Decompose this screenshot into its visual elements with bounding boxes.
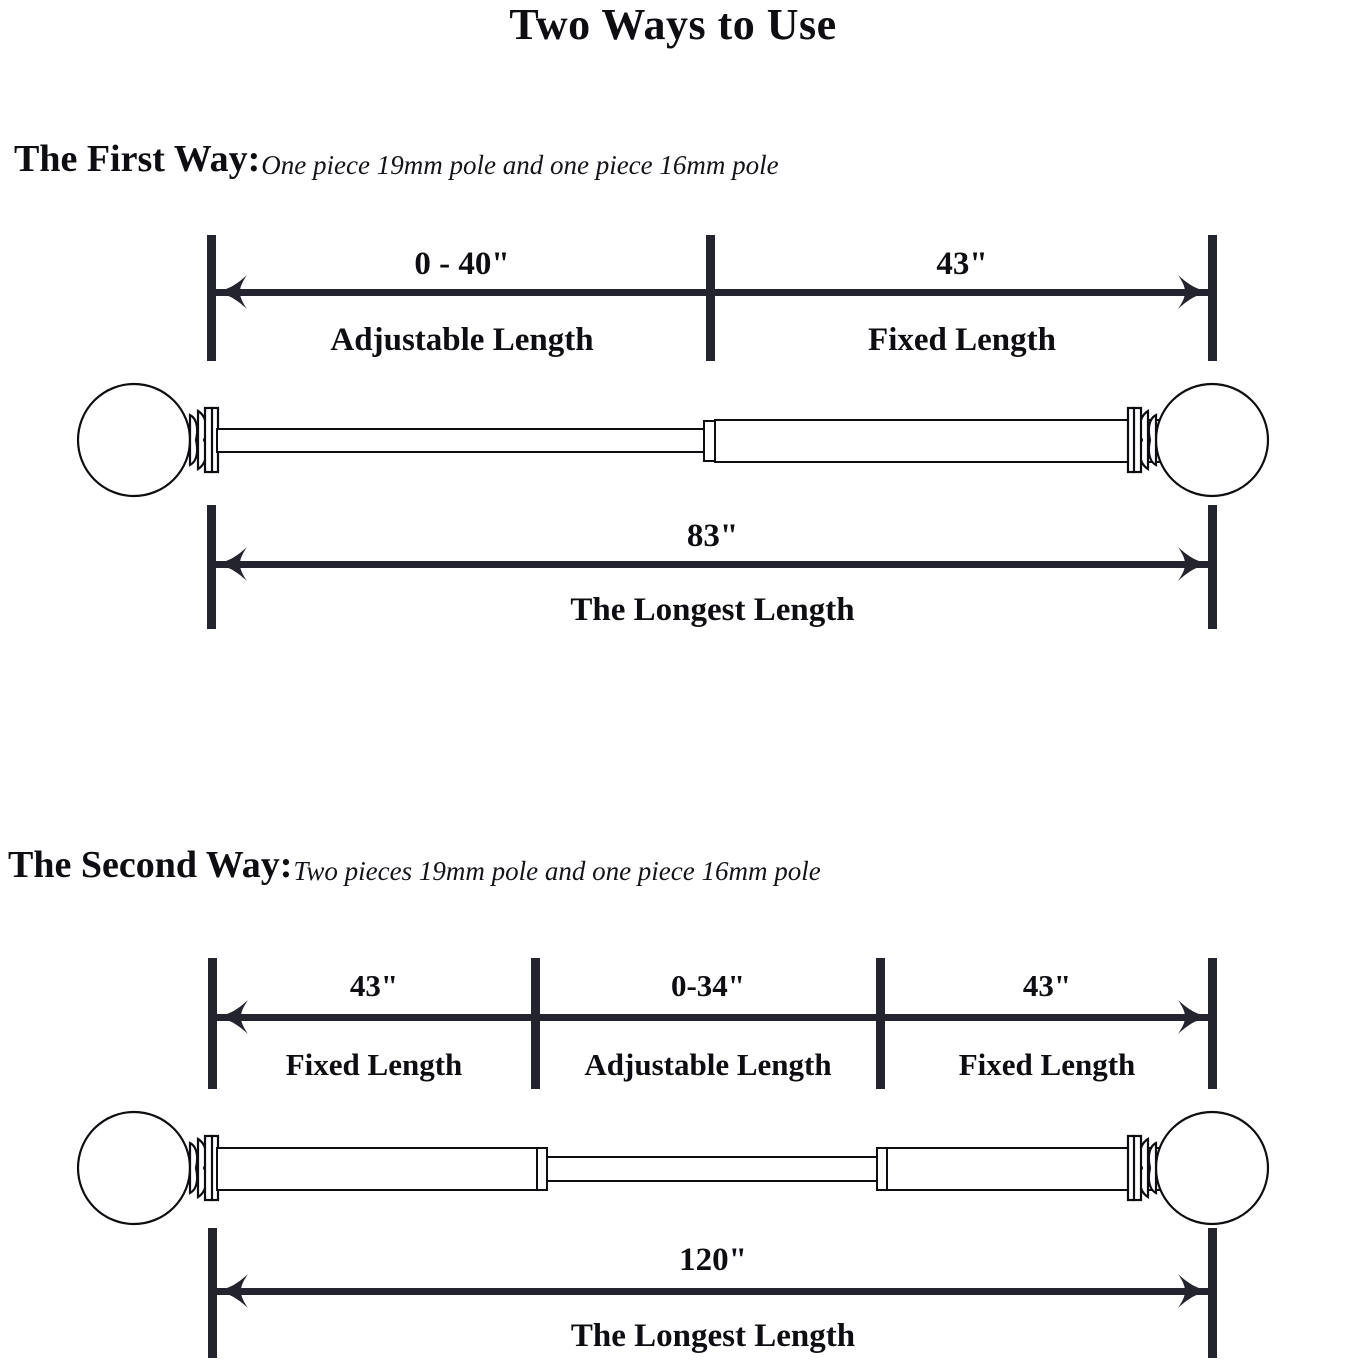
total-dimension-value: 120" <box>679 1242 747 1278</box>
dimension-caption: Fixed Length <box>958 1047 1136 1082</box>
second-way-label: The Second Way: <box>8 844 293 886</box>
dimension-line <box>217 1288 1209 1295</box>
arrow-right-icon <box>1178 1274 1211 1308</box>
dimension-value: 0-34" <box>670 968 746 1003</box>
first-way-heading: The First Way: One piece 19mm pole and o… <box>14 137 779 181</box>
dimension-tick-right <box>1208 505 1217 629</box>
dimension-caption: Fixed Length <box>285 1047 463 1082</box>
dimension-tick-right <box>1208 958 1217 1089</box>
dimension-tick-middle <box>706 235 715 361</box>
dimension-tick-inner-left <box>531 958 540 1089</box>
total-dimension-value: 83" <box>686 518 739 554</box>
second-way-description: Two pieces 19mm pole and one piece 16mm … <box>293 856 821 886</box>
arrow-left-icon <box>215 1000 248 1034</box>
first-way-description: One piece 19mm pole and one piece 16mm p… <box>261 150 779 180</box>
total-dimension-caption: The Longest Length <box>570 1318 856 1354</box>
finial-ball-right-icon <box>1126 1110 1270 1226</box>
dimension-caption: Fixed Length <box>868 322 1056 358</box>
page-title: Two Ways to Use <box>509 0 837 49</box>
rod-segment-19mm-left <box>216 1147 540 1191</box>
dimension-caption: Adjustable Length <box>330 322 594 358</box>
rod-segment-16mm <box>216 428 708 453</box>
dimension-tick-left <box>208 1228 217 1358</box>
dimension-tick-right <box>1208 1228 1217 1358</box>
dimension-tick-inner-right <box>876 958 885 1089</box>
rod-segment-16mm-center <box>546 1156 880 1182</box>
arrow-right-icon <box>1178 1000 1211 1034</box>
dimension-value: 43" <box>349 968 399 1003</box>
arrow-right-icon <box>1178 547 1211 581</box>
dimension-line <box>216 561 1209 568</box>
dimension-tick-left <box>207 505 216 629</box>
first-way-label: The First Way: <box>14 138 261 180</box>
dimension-value: 0 - 40" <box>414 246 510 282</box>
arrow-left-icon <box>214 547 247 581</box>
dimension-caption: Adjustable Length <box>584 1047 832 1082</box>
total-dimension-caption: The Longest Length <box>570 592 855 628</box>
dimension-tick-left <box>207 235 216 361</box>
arrow-right-icon <box>1178 275 1211 309</box>
arrow-left-icon <box>214 275 247 309</box>
arrow-left-icon <box>215 1274 248 1308</box>
dimension-value: 43" <box>1022 968 1072 1003</box>
finial-ball-left-icon <box>76 1110 220 1226</box>
second-way-heading: The Second Way: Two pieces 19mm pole and… <box>8 843 821 887</box>
finial-ball-right-icon <box>1126 382 1270 498</box>
finial-ball-left-icon <box>76 382 220 498</box>
dimension-tick-left <box>208 958 217 1089</box>
dimension-value: 43" <box>936 246 988 282</box>
dimension-line <box>217 1014 1209 1021</box>
dimension-line <box>216 289 1209 296</box>
dimension-tick-right <box>1208 235 1217 361</box>
